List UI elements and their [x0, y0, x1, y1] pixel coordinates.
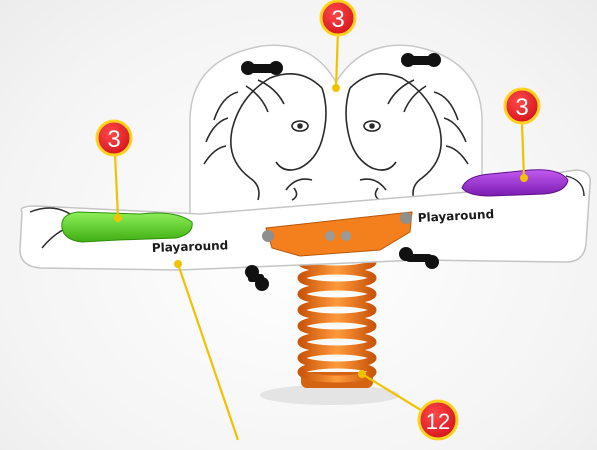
- spring-coil-icon: [301, 255, 373, 388]
- svg-text:3: 3: [107, 126, 120, 153]
- callout-badge-top: 3: [321, 1, 355, 35]
- svg-text:12: 12: [426, 409, 450, 434]
- svg-text:3: 3: [515, 94, 528, 121]
- svg-text:3: 3: [331, 6, 344, 33]
- callout-badge-spring: 12: [419, 401, 457, 439]
- brand-label-left: Playaround: [152, 238, 229, 255]
- seat-green: [62, 212, 192, 242]
- callout-badge-left: 3: [97, 121, 131, 155]
- callout-badge-right: 3: [505, 89, 539, 123]
